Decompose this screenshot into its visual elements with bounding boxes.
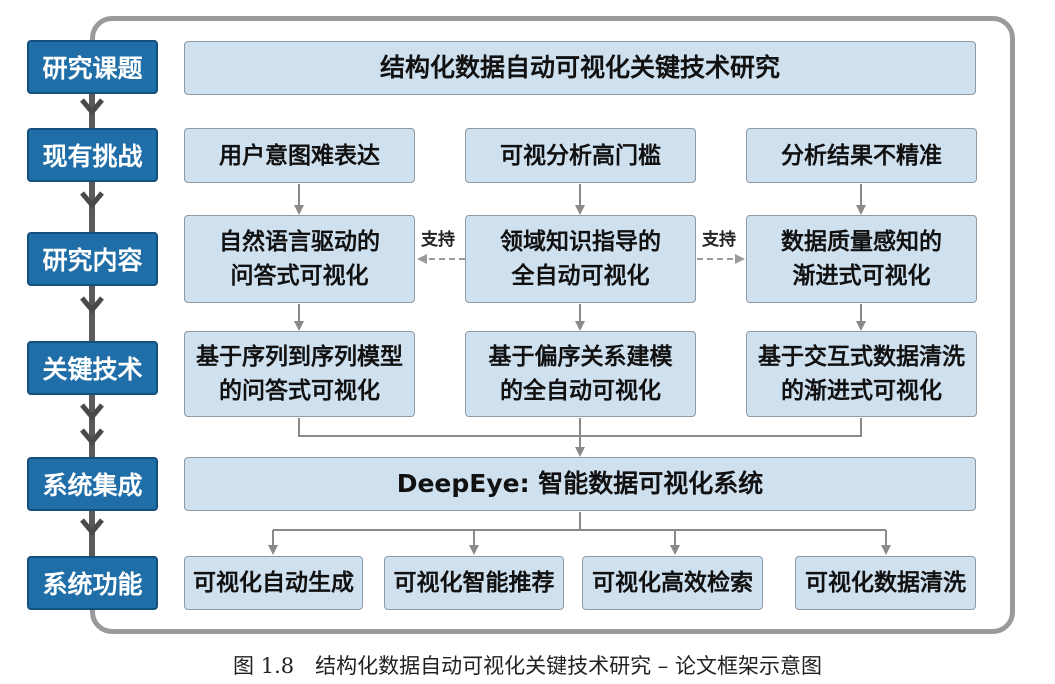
technique-box-3-line2: 的渐进式可视化 [781, 378, 942, 404]
function-box-2: 可视化智能推荐 [384, 556, 564, 610]
category-research-topic: 研究课题 [27, 40, 158, 94]
content-box-3-line2: 渐进式可视化 [792, 263, 931, 289]
challenge-box-3: 分析结果不精准 [746, 128, 977, 183]
category-key-techniques: 关键技术 [27, 341, 158, 395]
system-box: DeepEye: 智能数据可视化系统 [184, 457, 976, 511]
technique-box-2-line1: 基于偏序关系建模 [488, 344, 673, 370]
content-box-3: 数据质量感知的 渐进式可视化 [746, 215, 977, 303]
function-box-4: 可视化数据清洗 [795, 556, 976, 610]
technique-box-1: 基于序列到序列模型 的问答式可视化 [184, 331, 415, 417]
content-box-2-line1: 领域知识指导的 [500, 229, 661, 255]
technique-box-1-line2: 的问答式可视化 [219, 378, 380, 404]
topic-box: 结构化数据自动可视化关键技术研究 [184, 41, 976, 95]
content-box-3-line1: 数据质量感知的 [781, 229, 942, 255]
content-box-1: 自然语言驱动的 问答式可视化 [184, 215, 415, 303]
category-research-content: 研究内容 [27, 232, 158, 286]
category-system-functions: 系统功能 [27, 556, 158, 610]
technique-box-1-line1: 基于序列到序列模型 [196, 344, 403, 370]
challenge-box-1: 用户意图难表达 [184, 128, 415, 183]
support-label-left: 支持 [421, 230, 455, 250]
technique-box-3: 基于交互式数据清洗 的渐进式可视化 [746, 331, 977, 417]
content-box-2-line2: 全自动可视化 [511, 263, 650, 289]
technique-box-3-line1: 基于交互式数据清洗 [758, 344, 965, 370]
content-box-1-line1: 自然语言驱动的 [219, 229, 380, 255]
function-box-3: 可视化高效检索 [582, 556, 763, 610]
content-box-2: 领域知识指导的 全自动可视化 [465, 215, 696, 303]
support-label-right: 支持 [702, 230, 736, 250]
category-existing-challenges: 现有挑战 [27, 128, 158, 182]
figure-caption: 图 1.8 结构化数据自动可视化关键技术研究 – 论文框架示意图 [233, 654, 822, 678]
technique-box-2: 基于偏序关系建模 的全自动可视化 [465, 331, 696, 417]
technique-box-2-line2: 的全自动可视化 [500, 378, 661, 404]
content-box-1-line2: 问答式可视化 [230, 263, 369, 289]
challenge-box-2: 可视分析高门槛 [465, 128, 696, 183]
function-box-1: 可视化自动生成 [184, 556, 363, 610]
category-system-integration: 系统集成 [27, 457, 158, 511]
